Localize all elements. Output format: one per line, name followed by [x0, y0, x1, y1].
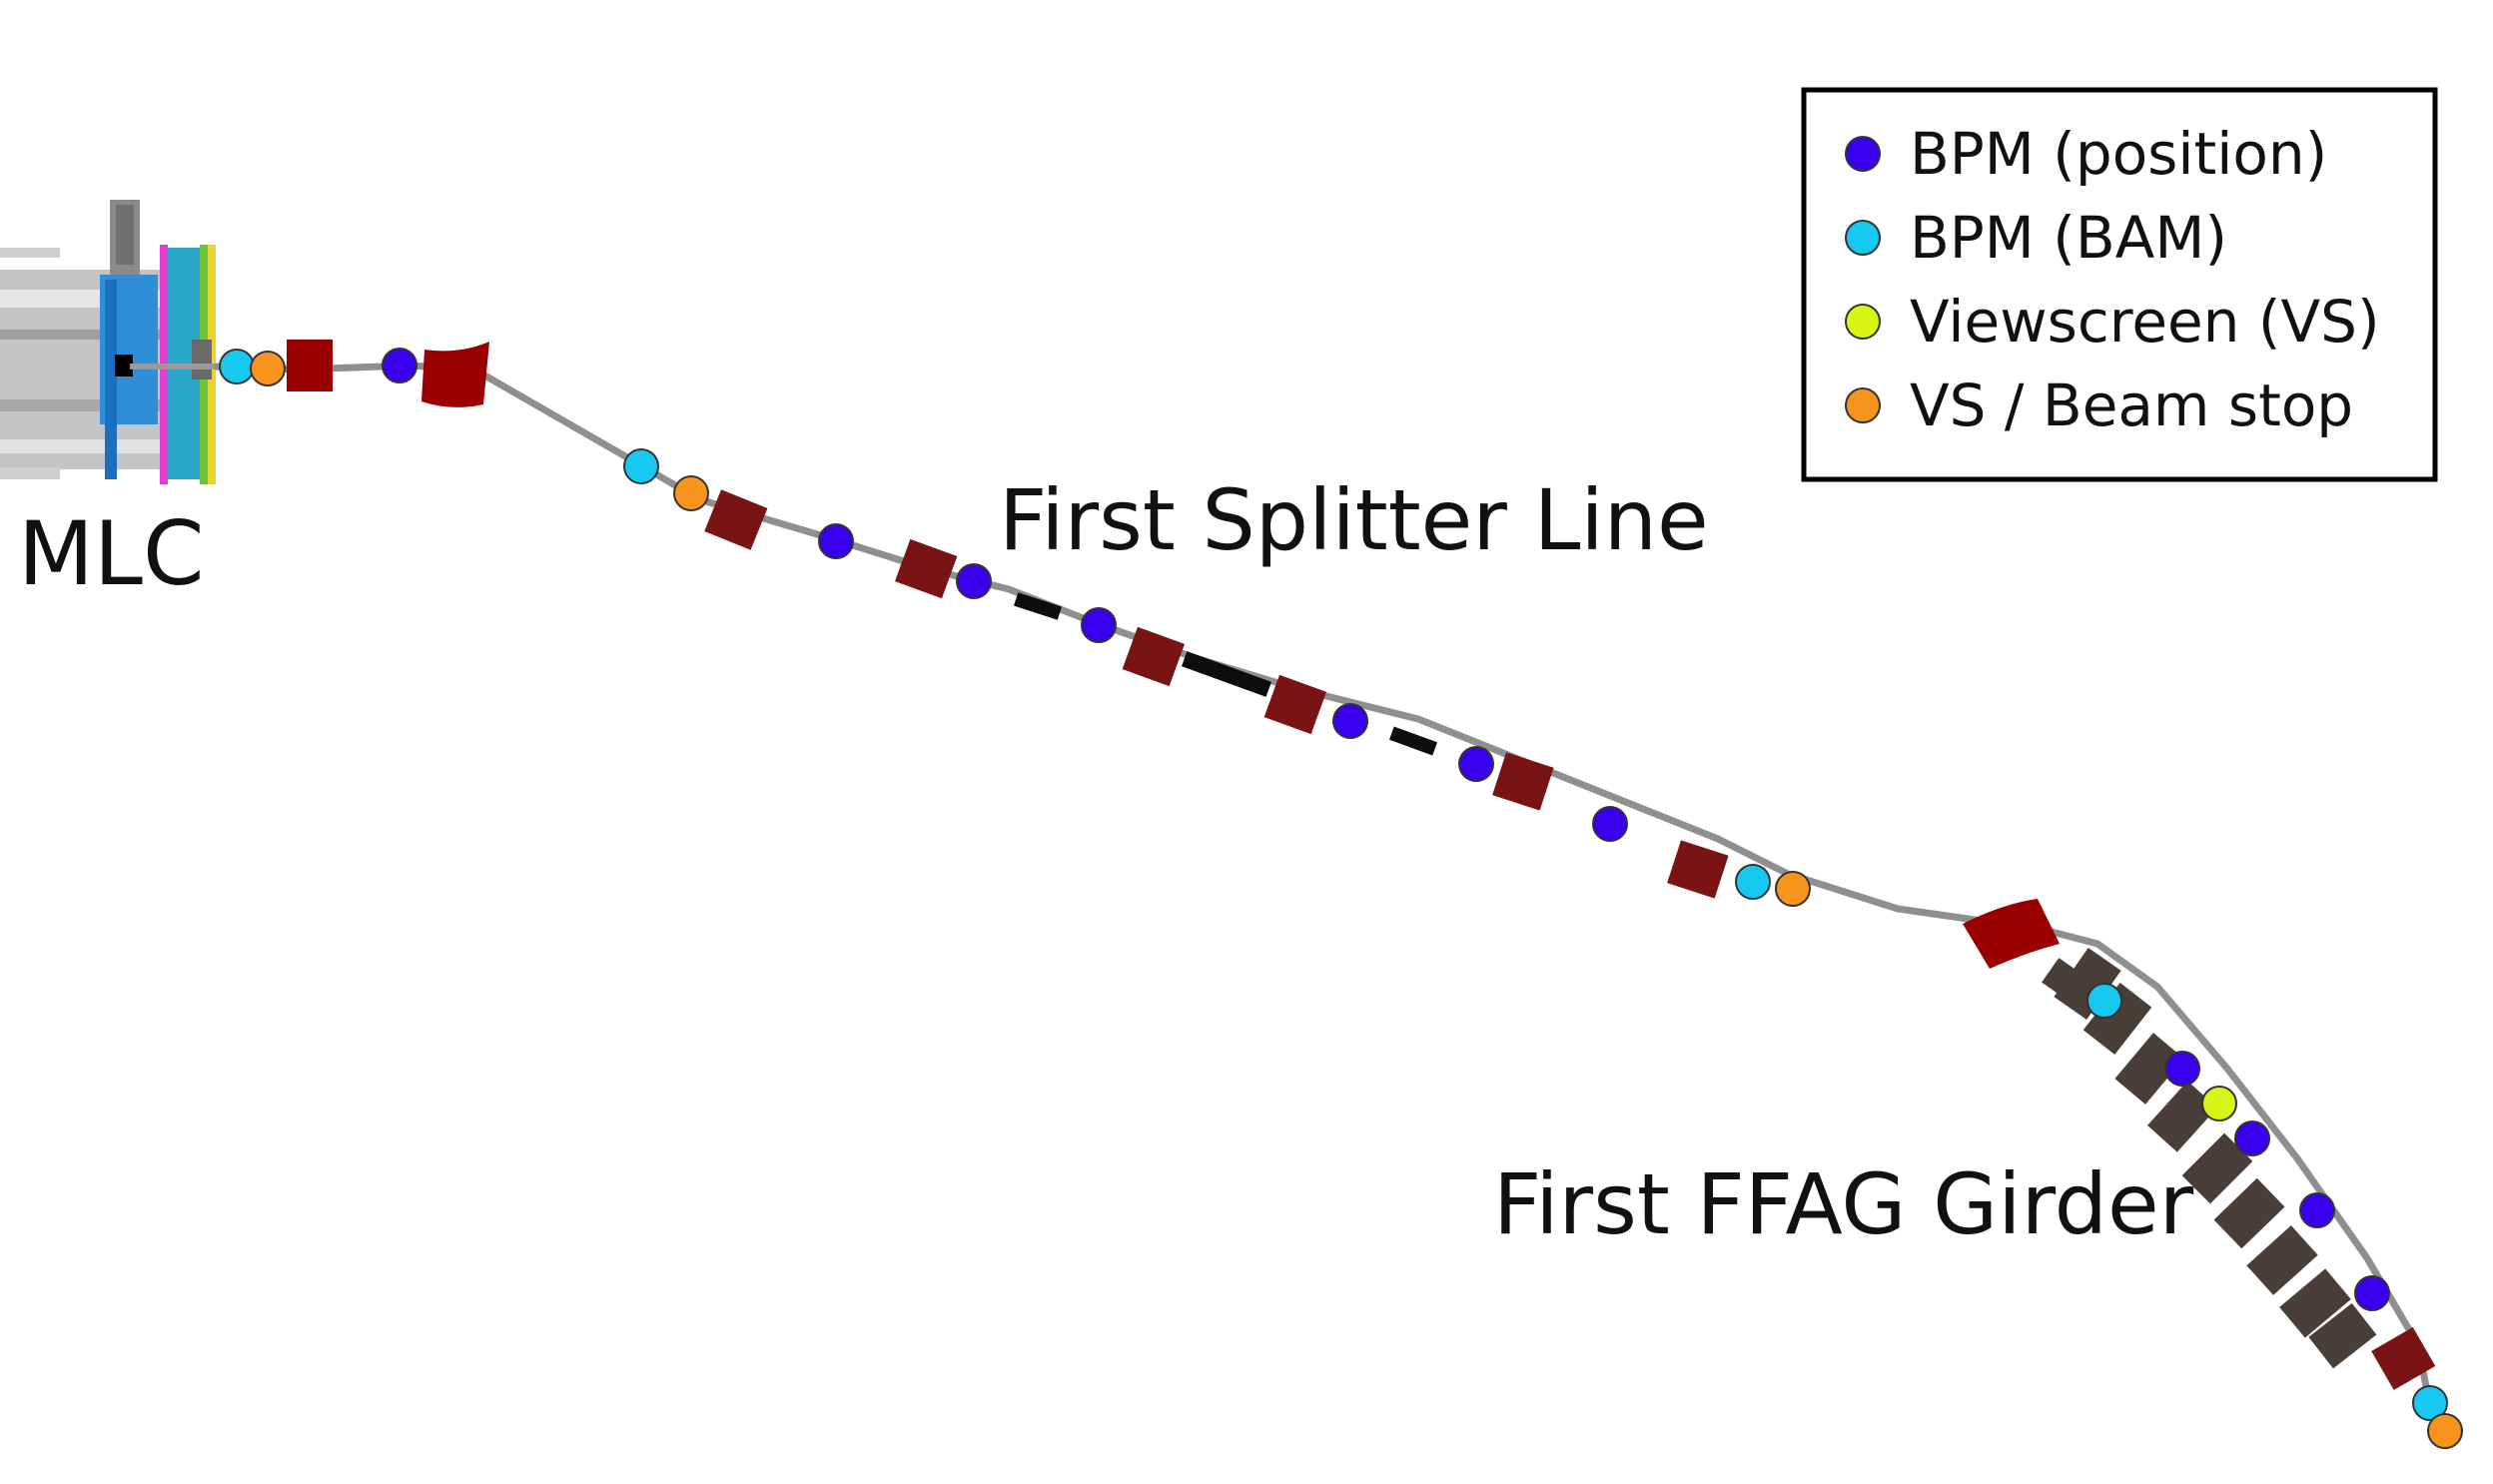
viewscreen-marker [2201, 1086, 2237, 1121]
bpm-position-marker [1332, 703, 1368, 739]
bpm-position-marker [2299, 1192, 2335, 1228]
quadrupole-magnet [704, 489, 768, 550]
quadrupole-magnet [894, 538, 958, 599]
quadrupole-magnet [1667, 840, 1729, 899]
legend-item: BPM (position) [1845, 120, 2327, 188]
legend: BPM (position) BPM (BAM) Viewscreen (VS) VS… [1801, 87, 2438, 482]
ffag-girder [2042, 947, 2377, 1369]
vs-beamstop-marker [1775, 871, 1811, 907]
bpm-position-marker [382, 348, 417, 383]
bpm-position-marker [2164, 1051, 2200, 1087]
legend-label: VS / Beam stop [1910, 371, 2353, 439]
legend-swatch [1845, 220, 1881, 256]
legend-item: Viewscreen (VS) [1845, 288, 2380, 356]
vs-beamstop-marker [250, 351, 286, 386]
splitter-magnets [287, 340, 2436, 1390]
drift-sections [1013, 592, 1438, 756]
instrumentation [219, 348, 2463, 1449]
ffag-girder-label: First FFAG Girder [1493, 1155, 2194, 1253]
mlc-cryomodule [0, 200, 240, 484]
legend-label: BPM (position) [1910, 120, 2327, 188]
bpm-bam-marker [2412, 1385, 2448, 1421]
dipole-magnet [1963, 899, 2060, 969]
bpm-position-marker [1081, 607, 1117, 643]
bpm-position-marker [2234, 1120, 2270, 1156]
legend-label: Viewscreen (VS) [1910, 288, 2380, 356]
vs-beamstop-marker [2427, 1413, 2463, 1449]
mlc-label: MLC [18, 502, 204, 605]
bpm-bam-marker [623, 448, 659, 484]
bpm-position-marker [2354, 1275, 2390, 1311]
quadrupole-magnet [1492, 752, 1554, 811]
dipole-magnet [421, 342, 489, 407]
legend-box [1801, 87, 2438, 482]
legend-swatch [1845, 304, 1881, 340]
legend-swatch [1845, 387, 1881, 423]
bpm-position-marker [818, 523, 854, 559]
splitter-line-label: First Splitter Line [999, 471, 1709, 569]
legend-swatch [1845, 136, 1881, 172]
quadrupole-magnet [1263, 674, 1327, 735]
bpm-bam-marker [2086, 983, 2122, 1019]
legend-label: BPM (BAM) [1910, 204, 2227, 272]
bpm-bam-marker [1735, 864, 1771, 900]
bpm-position-marker [956, 563, 992, 599]
bpm-position-marker [1458, 746, 1494, 782]
bpm-position-marker [1592, 806, 1628, 842]
legend-item: VS / Beam stop [1845, 371, 2353, 439]
bpm-bam-marker [219, 349, 255, 384]
dipole-magnet [287, 340, 333, 391]
quadrupole-magnet [1122, 626, 1186, 687]
vs-beamstop-marker [673, 475, 709, 511]
quadrupole-magnet [2371, 1326, 2436, 1390]
legend-item: BPM (BAM) [1845, 204, 2227, 272]
